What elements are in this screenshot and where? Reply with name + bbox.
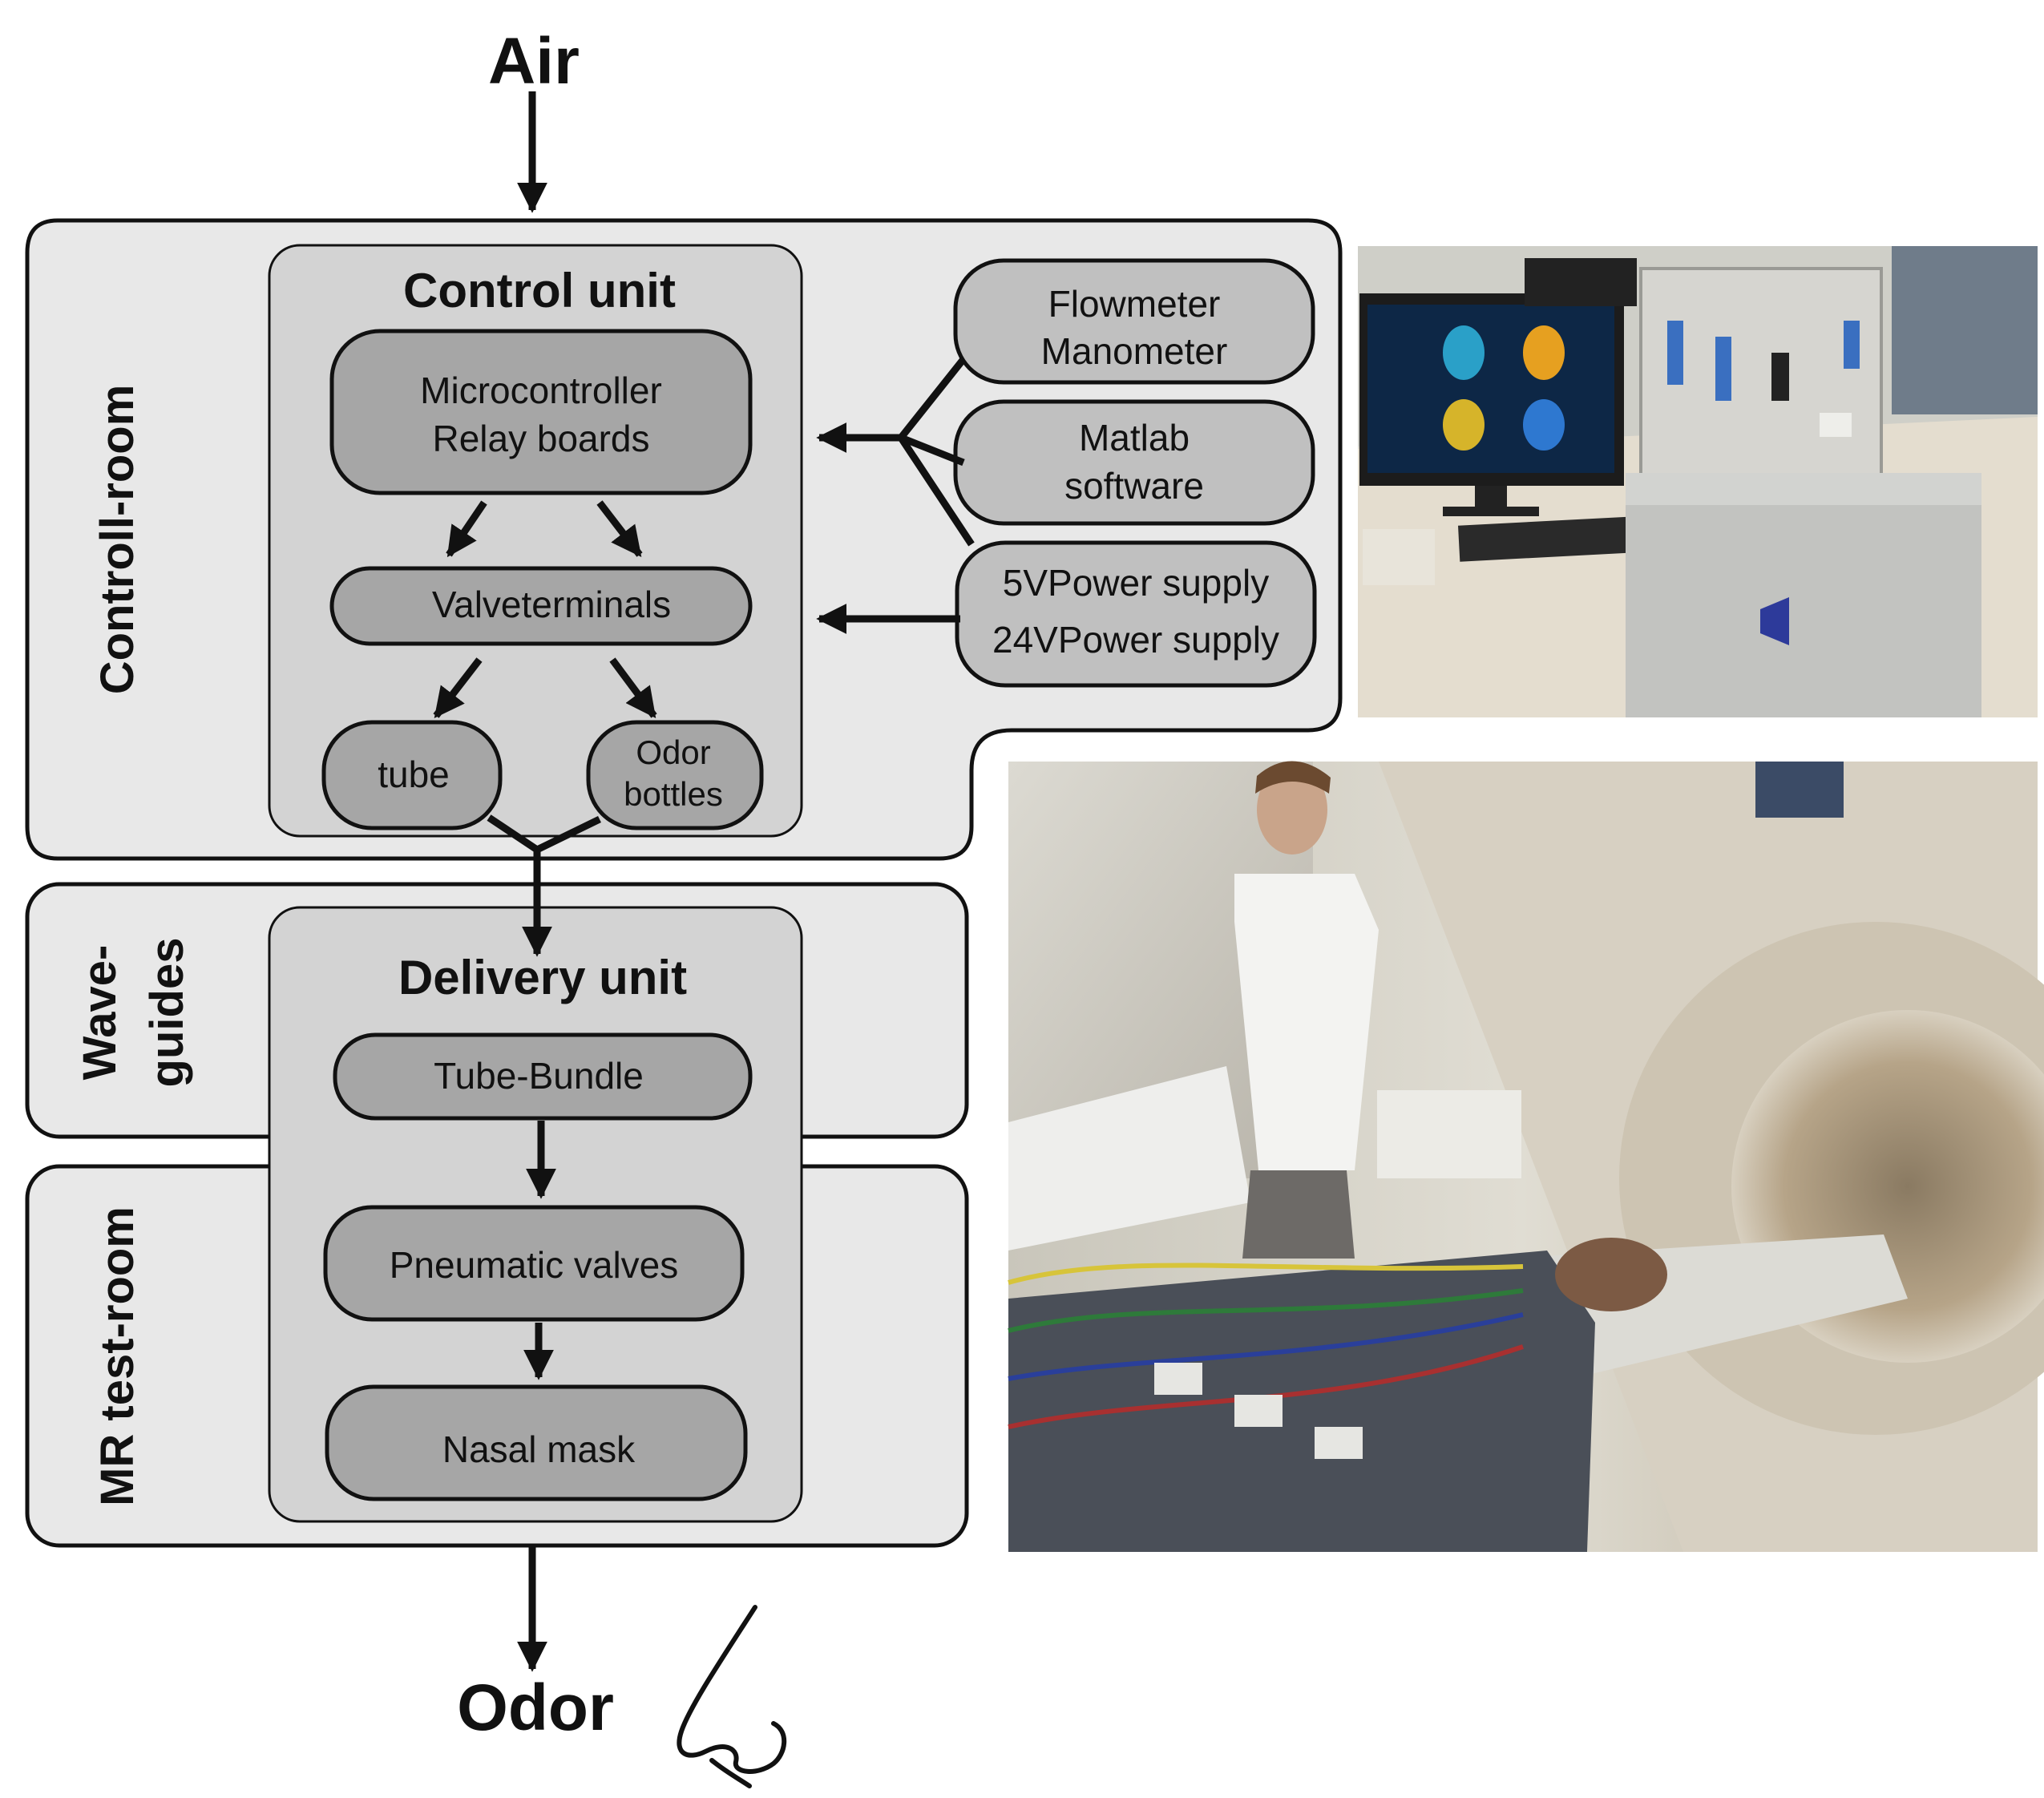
- mr-test-room-label: MR test-room: [91, 1206, 143, 1506]
- air-label: Air: [488, 25, 580, 98]
- micro-to-valve-arrow-left: [446, 500, 487, 558]
- merge-lines: [487, 814, 601, 854]
- microcontroller-box: Microcontroller Relay boards: [329, 329, 753, 495]
- svg-text:Odor: Odor: [636, 733, 710, 771]
- odor-bottles-box: Odor bottles: [586, 720, 764, 830]
- connectors: [433, 91, 975, 1672]
- svg-text:Matlab: Matlab: [1079, 417, 1190, 459]
- control-setup-photo: [1358, 246, 2038, 717]
- svg-text:Tube-Bundle: Tube-Bundle: [434, 1055, 644, 1097]
- matlab-box: Matlab software: [953, 399, 1315, 526]
- svg-text:Valveterminals: Valveterminals: [432, 584, 671, 625]
- svg-text:5VPower supply: 5VPower supply: [1003, 562, 1269, 604]
- control-room-label: Controll-room: [91, 385, 143, 695]
- power-supply-box: 5VPower supply 24VPower supply: [955, 540, 1317, 688]
- nose-icon: [677, 1605, 787, 1788]
- svg-text:software: software: [1064, 465, 1204, 507]
- svg-text:tube: tube: [378, 754, 450, 795]
- peripheral-fan-in: [898, 357, 975, 547]
- svg-text:Microcontroller: Microcontroller: [420, 370, 662, 411]
- waveguides-label-line2: guides: [141, 938, 193, 1088]
- svg-text:Manometer: Manometer: [1041, 330, 1228, 372]
- svg-text:Nasal mask: Nasal mask: [442, 1428, 636, 1470]
- waveguides-label-line1: Wave-: [74, 945, 126, 1081]
- monitor-image: [1359, 293, 1624, 516]
- odor-label: Odor: [457, 1671, 614, 1744]
- svg-text:24VPower supply: 24VPower supply: [992, 619, 1279, 661]
- valveterminals-box: Valveterminals: [329, 566, 753, 646]
- svg-text:Relay boards: Relay boards: [432, 418, 649, 459]
- svg-text:Flowmeter: Flowmeter: [1048, 283, 1221, 325]
- tube-box: tube: [321, 720, 503, 830]
- svg-text:Pneumatic valves: Pneumatic valves: [390, 1244, 679, 1286]
- nasal-mask-box: Nasal mask: [325, 1384, 748, 1501]
- patient-on-table-image: [1008, 1234, 1908, 1552]
- valve-to-tube-arrow: [433, 657, 483, 718]
- valve-to-bottles-arrow: [609, 657, 657, 719]
- person-standing-image: [1234, 761, 1379, 1259]
- tube-bundle-box: Tube-Bundle: [333, 1032, 753, 1121]
- pneumatic-valves-box: Pneumatic valves: [323, 1205, 745, 1322]
- olfactometer-case-image: [1626, 267, 1981, 717]
- control-unit-title: Control unit: [403, 264, 676, 317]
- delivery-unit-title: Delivery unit: [398, 951, 687, 1004]
- micro-to-valve-arrow-right: [596, 500, 643, 557]
- flowmeter-box: Flowmeter Manometer: [953, 258, 1315, 385]
- svg-text:bottles: bottles: [624, 775, 723, 813]
- mr-room-photo: [1008, 761, 2044, 1552]
